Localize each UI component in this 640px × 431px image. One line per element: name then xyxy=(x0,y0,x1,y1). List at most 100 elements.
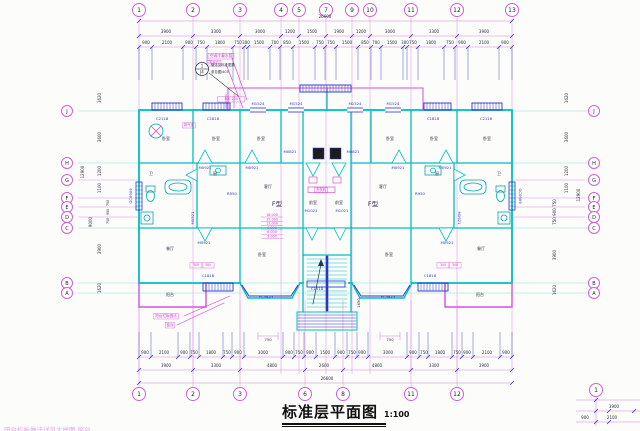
note-text: 空调冷凝水管 xyxy=(210,53,233,58)
dim-tick xyxy=(302,367,308,373)
room-label: 餐厅 xyxy=(166,245,174,251)
door-window-tag: C1818 xyxy=(424,273,437,278)
drawing-scale: 1:100 xyxy=(384,410,410,419)
dim-tick xyxy=(509,18,515,24)
axis-bubble-top-1: 1 xyxy=(137,7,141,14)
stair-direction-arrow xyxy=(312,263,322,305)
axis-bubble-bottom-2: 2 xyxy=(191,391,195,398)
dim-text: 2100 xyxy=(607,415,618,420)
axis-bubble-left-C-circle xyxy=(61,222,73,234)
note-text: 300 xyxy=(193,263,199,267)
note-text: 300 xyxy=(440,263,446,267)
dim-tick xyxy=(606,419,612,425)
room-label: 前室 xyxy=(309,199,317,205)
door-window-tag: M1524 xyxy=(349,101,363,106)
dim-tick xyxy=(454,367,460,373)
room-label: 厨 xyxy=(435,170,439,176)
door-window-tag: M0921 xyxy=(392,165,406,170)
axis-bubble-top-9-circle xyxy=(345,3,359,17)
vent-flue-cross xyxy=(150,125,162,137)
dim-tick xyxy=(136,380,142,386)
door-window-tag: C1818 xyxy=(427,116,440,121)
axis-bubble-top-13-circle xyxy=(505,3,519,17)
dim-text: 3300 xyxy=(429,363,440,368)
stair-arrow-head xyxy=(318,259,324,266)
dim-tick xyxy=(190,33,196,39)
dim-text: 300 xyxy=(242,40,250,45)
dim-tick xyxy=(340,367,346,373)
dim-text: 750 xyxy=(420,350,428,355)
dim-text-vertical: 750 xyxy=(552,217,557,225)
vent-shaft xyxy=(329,147,342,160)
axis-bubble-top-4-circle xyxy=(274,3,288,17)
plan-geometry xyxy=(138,57,513,341)
dim-text-vertical: 12900 xyxy=(80,165,85,178)
dim-text: 900 xyxy=(463,350,471,355)
door-window-tag: M1021 xyxy=(336,208,350,213)
dim-tick xyxy=(509,367,515,373)
dim-text-vertical: 900 xyxy=(552,208,557,216)
dim-text: 900 xyxy=(502,350,510,355)
dim-text: 750 xyxy=(234,40,242,45)
axis-bubble-bottom-6-circle xyxy=(298,387,312,401)
axis-bubble-right-C: C xyxy=(592,226,596,232)
dim-text: 3300 xyxy=(211,29,222,34)
axis-bubble-left-H: H xyxy=(65,161,69,167)
door-window-tag: M0821 xyxy=(284,149,298,154)
door-opening xyxy=(385,107,401,113)
dim-text-vertical: 750 xyxy=(552,199,557,207)
dim-text: 900 xyxy=(185,40,193,45)
door-window-tag: C1518 xyxy=(311,286,324,291)
axis-bubble-corner-1: 1 xyxy=(594,387,598,394)
dim-text: 4800 xyxy=(372,363,383,368)
canopy-hatch xyxy=(297,314,357,328)
dim-text: 3900 xyxy=(609,404,620,409)
room-label: 阳台 xyxy=(166,291,174,297)
dim-text-vertical: 900 xyxy=(106,209,110,215)
axis-bubble-right-G-circle xyxy=(588,174,600,186)
dim-tick xyxy=(237,367,243,373)
dim-text: 750 xyxy=(295,350,303,355)
dim-text-vertical: 1200 xyxy=(564,165,569,176)
dim-text: 750 xyxy=(409,40,417,45)
door-window-tag: M0821 xyxy=(347,149,361,154)
room-label: 卫 xyxy=(497,171,501,176)
axis-bubble-top-7: 7 xyxy=(324,7,328,14)
dim-text: 1800 xyxy=(215,40,226,45)
detail-ref-sheet: J4 xyxy=(199,70,204,75)
note-text: 300 xyxy=(205,263,211,267)
axis-bubble-left-H-circle xyxy=(61,157,73,169)
dim-text: 3000 xyxy=(255,29,266,34)
door-window-tag: 750 xyxy=(264,337,272,342)
detail-leader xyxy=(208,72,239,97)
note-box xyxy=(448,262,462,269)
door-window-tag: M0921 xyxy=(439,165,453,170)
dim-text: 2100 xyxy=(479,40,490,45)
vent-flue-symbol xyxy=(148,123,164,139)
axis-bubble-top-5: 5 xyxy=(297,7,301,14)
axis-bubble-top-2: 2 xyxy=(191,7,195,14)
dim-tick xyxy=(278,33,284,39)
dim-text: 1500 xyxy=(342,40,353,45)
dim-tick xyxy=(509,33,515,39)
axis-bubble-right-G: G xyxy=(592,178,596,184)
dim-text-vertical: 1620 xyxy=(564,92,569,103)
dim-text-vertical: 12900 xyxy=(576,188,581,201)
dim-text-vertical: 1620 xyxy=(97,92,102,103)
dim-tick xyxy=(593,419,599,425)
note-box xyxy=(182,122,196,129)
dim-text: 4800 xyxy=(267,363,278,368)
note-text: 雨水口 xyxy=(208,60,220,65)
dim-text: 900 xyxy=(142,40,150,45)
axis-bubble-corner-1-circle xyxy=(589,383,603,397)
dim-text: 1800 xyxy=(206,350,217,355)
axis-bubble-bottom-12: 12 xyxy=(453,391,461,398)
axis-bubble-top-13: 13 xyxy=(508,7,516,14)
dim-text: 2100 xyxy=(482,350,493,355)
axis-bubble-left-E: E xyxy=(65,205,68,211)
dim-tick xyxy=(136,367,142,373)
axis-bubble-left-F: F xyxy=(66,196,69,202)
note-box xyxy=(153,313,179,320)
door-window-tag: M1524 xyxy=(290,101,304,106)
footer-note: 阳台栏板做法详见大样图 窗台 xyxy=(4,426,91,431)
